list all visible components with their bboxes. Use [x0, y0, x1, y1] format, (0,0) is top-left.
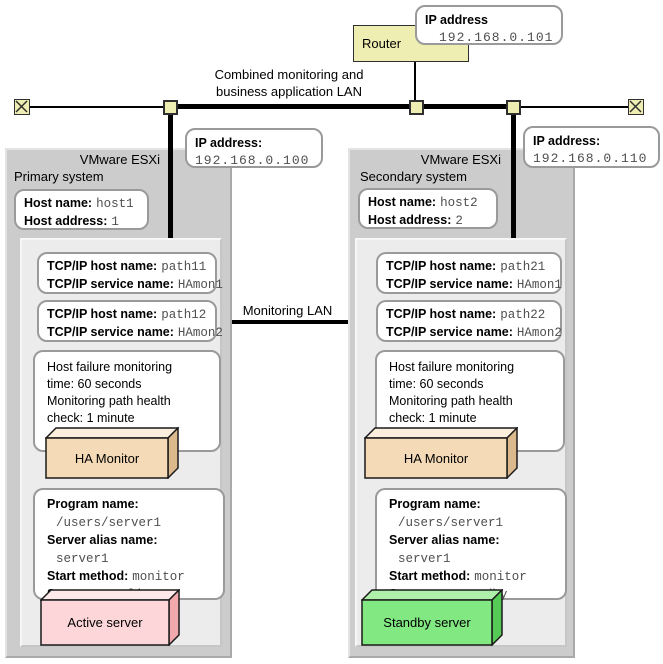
lan-terminator-icon	[628, 99, 644, 115]
monitoring-lan-line	[232, 320, 348, 324]
secondary-platform-label: VMware ESXi	[420, 152, 501, 167]
router-label: Router	[362, 36, 402, 51]
primary-system-panel: VMware ESXi Primary system Host name:hos…	[5, 148, 232, 658]
lan-line-thin-right	[519, 106, 630, 108]
box-side-face	[506, 427, 518, 479]
primary-ha-monitor-label: HA Monitor	[74, 450, 140, 466]
box-top-face	[40, 589, 180, 601]
box-front-face	[361, 599, 493, 646]
secondary-tcp-callout-2: TCP/IP host name:path22 TCP/IP service n…	[376, 300, 562, 342]
lan-terminator-icon	[14, 99, 30, 115]
primary-active-server-box: Active server	[40, 589, 180, 646]
secondary-inner-panel: TCP/IP host name:path21 TCP/IP service n…	[355, 238, 567, 647]
box-front-face	[45, 437, 169, 479]
secondary-program-callout: Program name: /users/server1 Server alia…	[375, 488, 567, 602]
lan-junction-icon	[409, 100, 424, 115]
box-top-face	[45, 427, 179, 439]
router-ip-callout: IP address 192.168.0.101	[415, 5, 563, 45]
lan-line-thin-left	[30, 106, 164, 108]
primary-host-callout: Host name:host1 Host address:1	[14, 189, 149, 230]
secondary-tcp-callout-1: TCP/IP host name:path21 TCP/IP service n…	[376, 252, 562, 294]
host-address-line: Host address:2	[368, 213, 463, 228]
secondary-host-callout: Host name:host2 Host address:2	[358, 188, 498, 229]
secondary-role-label: Secondary system	[360, 169, 467, 184]
primary-inner-panel: TCP/IP host name:path11 TCP/IP service n…	[20, 238, 225, 647]
lan-junction-icon	[163, 100, 178, 115]
active-server-label: Active server	[67, 615, 143, 630]
primary-lan-drop-line	[168, 107, 173, 238]
secondary-standby-server-box: Standby server	[361, 589, 503, 646]
box-top-face	[361, 589, 503, 601]
router-drop-line	[414, 62, 416, 106]
primary-tcp-callout-2: TCP/IP host name:path12 TCP/IP service n…	[37, 300, 223, 342]
secondary-lan-drop-line	[511, 107, 516, 238]
host-name-line: Host name:host2	[368, 195, 478, 210]
box-side-face	[168, 589, 180, 646]
box-side-face	[491, 589, 503, 646]
lan-junction-icon	[506, 100, 521, 115]
secondary-ha-monitor-box: HA Monitor	[364, 427, 518, 479]
box-front-face	[364, 437, 508, 479]
primary-ip-callout: IP address: 192.168.0.100	[185, 128, 323, 168]
host-name-line: Host name:host1	[24, 196, 134, 211]
primary-platform-label: VMware ESXi	[79, 152, 160, 167]
primary-program-callout: Program name: /users/server1 Server alia…	[33, 488, 225, 602]
box-top-face	[364, 427, 518, 439]
primary-tcp-callout-1: TCP/IP host name:path11 TCP/IP service n…	[37, 252, 223, 294]
lan-line-thick	[163, 104, 515, 109]
secondary-ha-monitor-label: HA Monitor	[403, 450, 469, 466]
standby-server-label: Standby server	[383, 615, 471, 630]
monitoring-lan-label: Monitoring LAN	[242, 303, 333, 318]
lan-label: Combined monitoring and business applica…	[214, 67, 364, 99]
secondary-ip-callout: IP address: 192.168.0.110	[523, 126, 660, 168]
secondary-system-panel: VMware ESXi Secondary system Host name:h…	[348, 148, 575, 658]
primary-role-label: Primary system	[14, 169, 104, 184]
box-front-face	[40, 599, 170, 646]
host-address-line: Host address:1	[24, 214, 119, 229]
box-side-face	[167, 427, 179, 479]
primary-ha-monitor-box: HA Monitor	[45, 427, 179, 479]
